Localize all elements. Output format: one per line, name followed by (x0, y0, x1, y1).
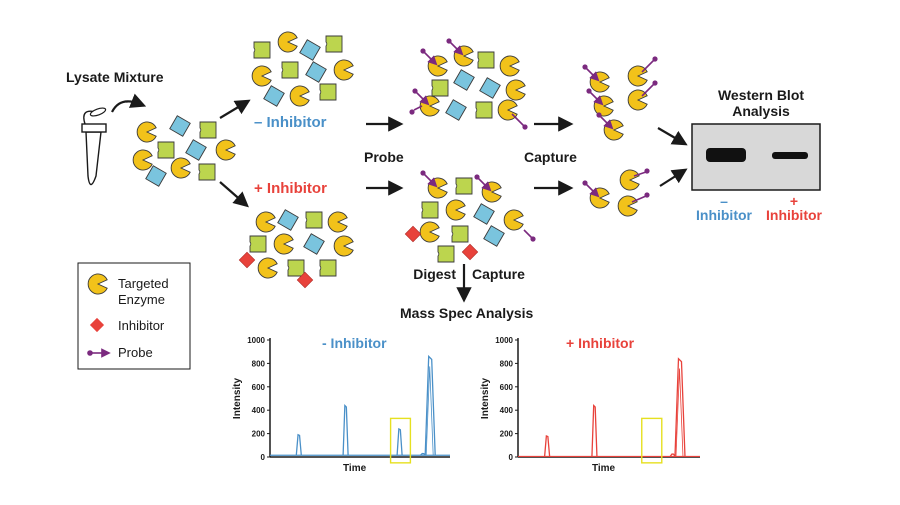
peak (396, 427, 403, 456)
arrow-to-plus-branch (219, 181, 249, 208)
y-axis-label: Intensity (232, 378, 243, 420)
lysate-mixture-label: Lysate Mixture (66, 69, 164, 85)
legend-enzyme-line2: Enzyme (118, 292, 165, 307)
arrow-to-blot-bottom (659, 168, 688, 187)
legend-enzyme-line1: Targeted (118, 276, 169, 291)
legend-inhibitor: Inhibitor (118, 318, 165, 333)
wb-plus-label: Inhibitor (766, 207, 823, 223)
legend-probe: Probe (118, 345, 153, 360)
y-tick-label: 400 (500, 406, 514, 415)
y-tick-label: 0 (261, 453, 266, 462)
peak (674, 357, 686, 457)
chart-title: + Inhibitor (566, 335, 635, 351)
chart-plus-inhibitor: + Inhibitor 0 200 400 600 800 1000IntensityTim… (480, 335, 700, 474)
digest-capture-label: Capture (472, 266, 525, 282)
y-tick-label: 1000 (495, 336, 513, 345)
digest-label: Digest (413, 266, 456, 282)
y-tick-label: 800 (500, 359, 514, 368)
western-blot-title-line2: Analysis (732, 103, 790, 119)
wb-minus-label: Inhibitor (696, 207, 753, 223)
y-axis-label: Intensity (480, 378, 491, 420)
y-tick-label: 200 (500, 430, 514, 439)
captured-plus-cluster (582, 168, 650, 217)
peak (543, 434, 551, 457)
probe-step-label: Probe (364, 149, 404, 165)
plus-inhibitor-cluster (238, 209, 354, 289)
western-blot-gel (691, 123, 821, 191)
chart-minus-inhibitor: - Inhibitor 0 200 400 600 800 1000IntensityTim… (232, 335, 450, 474)
peak-shoulder (425, 366, 434, 456)
wb-minus-sign: – (720, 193, 728, 209)
peak (591, 403, 598, 457)
probe-legend-icon (87, 348, 111, 358)
probed-plus-cluster (404, 170, 536, 263)
plus-inhibitor-label: + Inhibitor (254, 180, 327, 197)
highlight-box (389, 417, 412, 464)
highlight-box (641, 417, 663, 464)
minus-inhibitor-cluster (251, 31, 354, 107)
captured-minus-cluster (582, 56, 658, 141)
legend: Targeted Enzyme Inhibitor Probe (77, 262, 191, 370)
lysate-cluster (132, 115, 236, 187)
probed-minus-cluster (409, 38, 528, 130)
y-tick-label: 1000 (247, 336, 265, 345)
arrow-lysate-to-mixture (111, 93, 147, 113)
y-tick-label: 0 (509, 453, 514, 462)
x-axis-label: Time (592, 463, 616, 474)
test-tube-icon (81, 107, 107, 186)
x-axis-label: Time (343, 463, 367, 474)
mass-spec-label: Mass Spec Analysis (400, 305, 534, 321)
y-tick-label: 800 (252, 359, 266, 368)
chart-title: - Inhibitor (322, 335, 387, 351)
peak (295, 433, 302, 456)
peak (669, 453, 676, 457)
arrow-to-minus-branch (219, 99, 251, 119)
y-tick-label: 400 (252, 406, 266, 415)
minus-inhibitor-label: – Inhibitor (254, 114, 327, 131)
peak (424, 354, 436, 456)
arrow-to-blot-top (657, 127, 688, 146)
peak-shoulder (675, 368, 684, 457)
wb-plus-sign: + (790, 193, 798, 209)
y-tick-label: 600 (500, 383, 514, 392)
peak (342, 403, 349, 456)
y-tick-label: 600 (252, 383, 266, 392)
capture-step-label: Capture (524, 149, 577, 165)
western-blot-title-line1: Western Blot (718, 87, 804, 103)
inhibitor-legend-icon (89, 317, 105, 333)
y-tick-label: 200 (252, 430, 266, 439)
